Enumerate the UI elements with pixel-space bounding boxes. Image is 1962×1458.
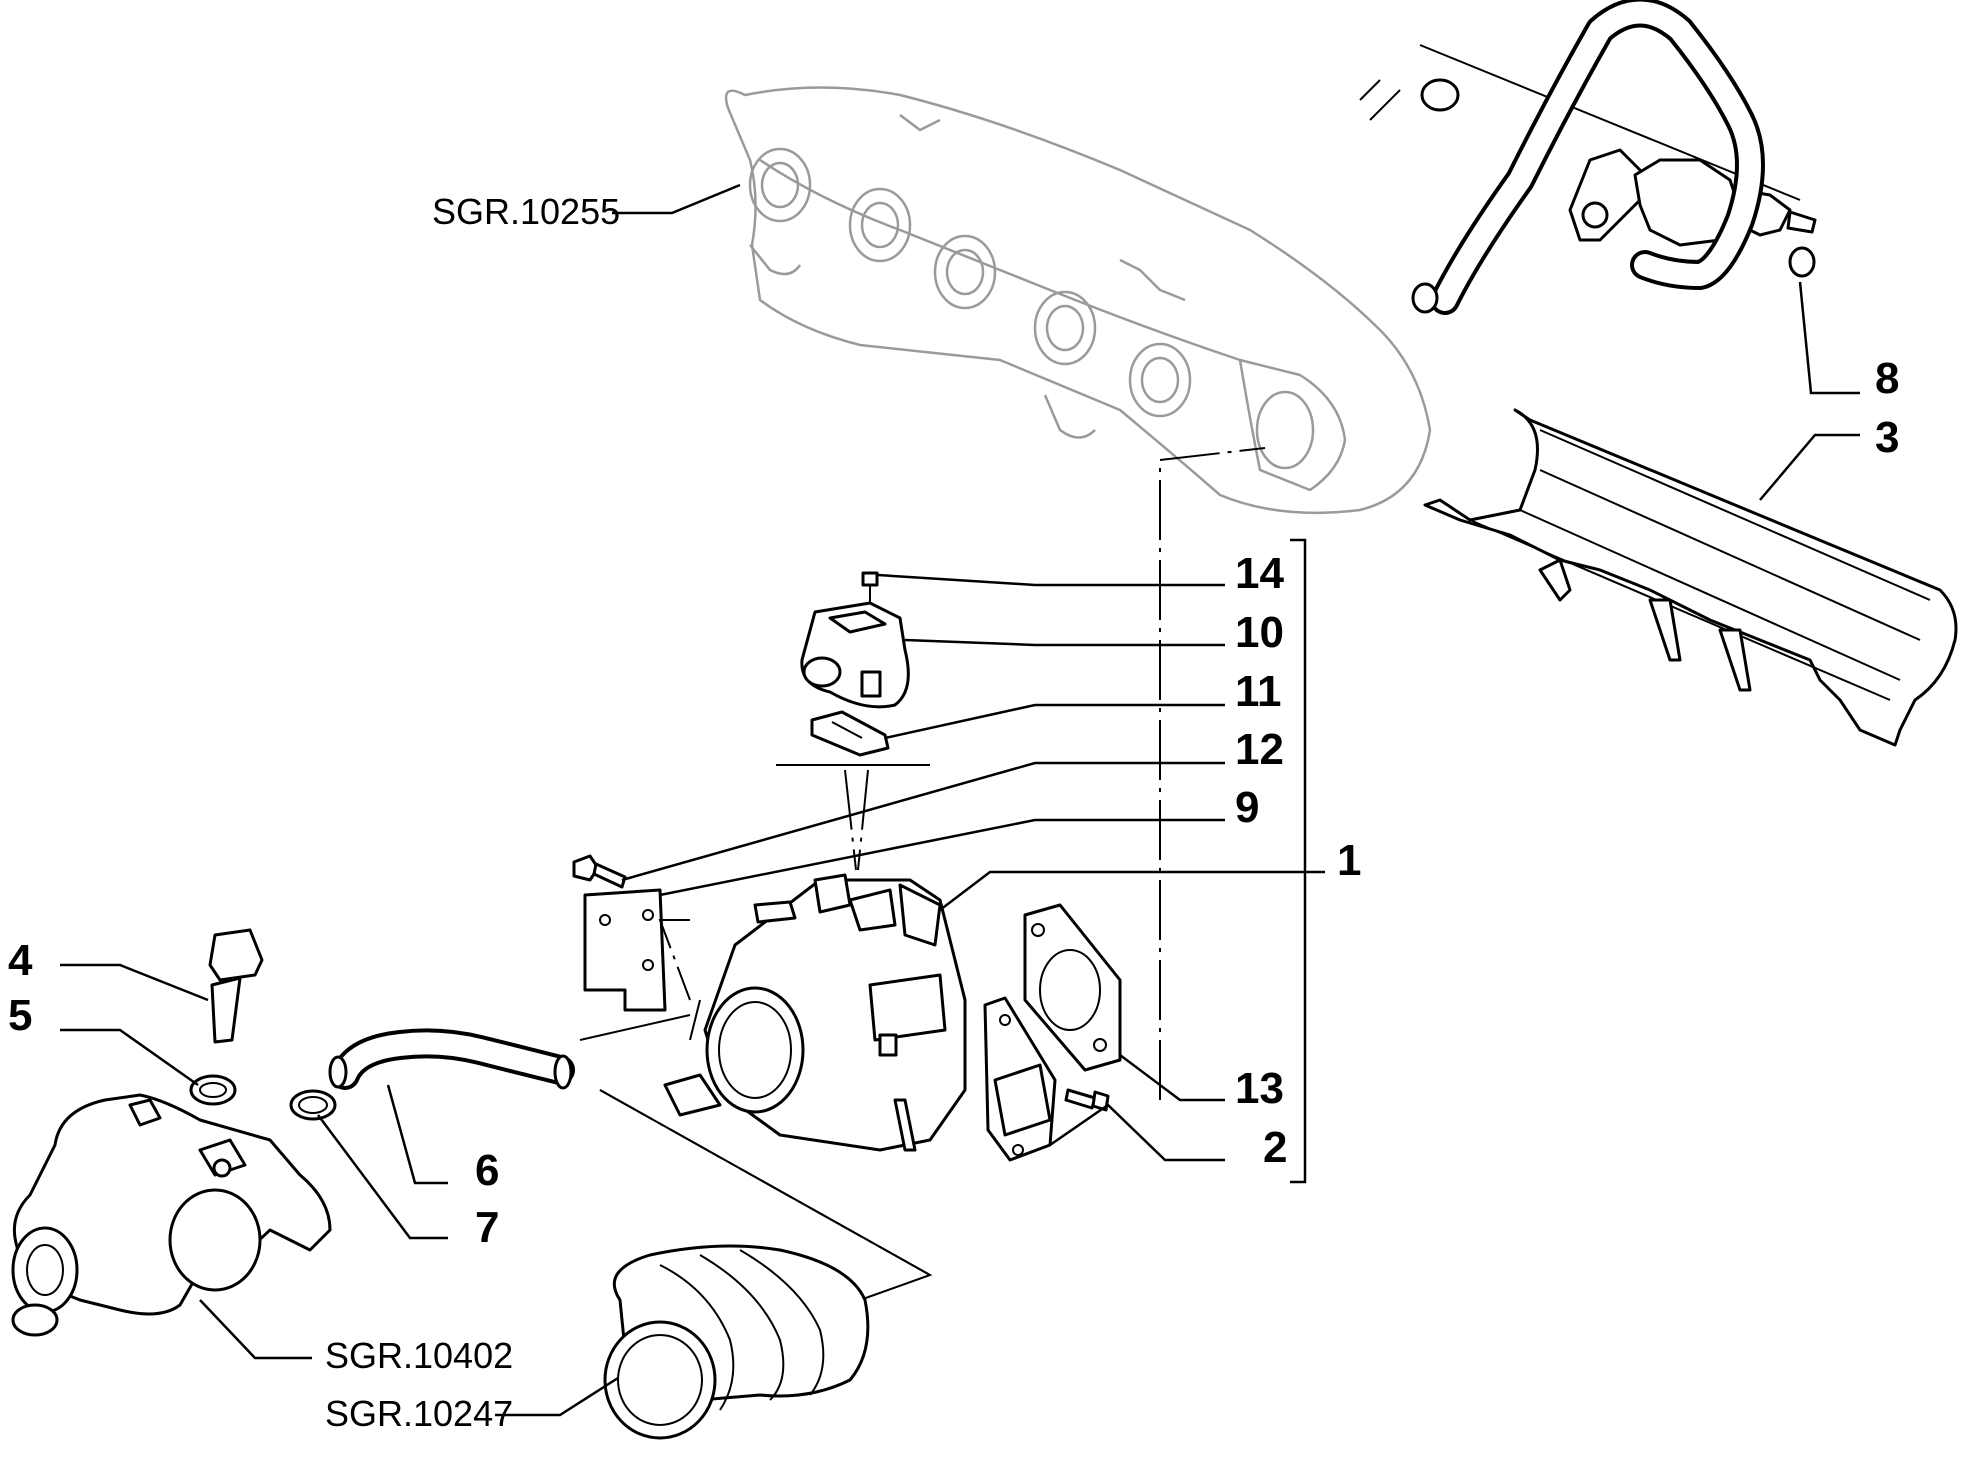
callout-11: 11	[1235, 667, 1282, 716]
ref-label-intake-manifold: SGR.10255	[432, 191, 620, 232]
fuel-rail-drawing	[1359, 0, 1817, 315]
callout-2: 2	[1263, 1123, 1287, 1172]
ref-label-thermostat-housing: SGR.10402	[325, 1335, 513, 1376]
callout-12: 12	[1235, 725, 1284, 774]
callout-9: 9	[1235, 783, 1259, 832]
callout-10: 10	[1235, 608, 1284, 657]
callout-5: 5	[8, 991, 32, 1040]
air-duct-drawing	[603, 1244, 870, 1440]
thermostat-housing-drawing	[11, 1093, 332, 1337]
intake-manifold-drawing	[724, 86, 1432, 515]
coolant-hose-drawing	[289, 1028, 575, 1121]
callout-3: 3	[1875, 413, 1899, 462]
callout-4: 4	[8, 936, 33, 985]
callout-13: 13	[1235, 1064, 1284, 1113]
fuel-rail-cover-drawing	[1423, 408, 1958, 747]
callout-8: 8	[1875, 354, 1899, 403]
callout-1: 1	[1337, 836, 1361, 885]
callout-6: 6	[475, 1146, 499, 1195]
temp-sender-drawing	[189, 928, 264, 1106]
throttle-body-drawing	[572, 447, 1266, 1301]
ref-label-air-duct: SGR.10247	[325, 1393, 513, 1434]
leader-lines	[60, 183, 1860, 1417]
callout-7: 7	[475, 1203, 499, 1252]
callout-14: 14	[1235, 549, 1284, 598]
labels: SGR.10255 SGR.10402 SGR.10247 14 10 11 1…	[8, 191, 1899, 1434]
